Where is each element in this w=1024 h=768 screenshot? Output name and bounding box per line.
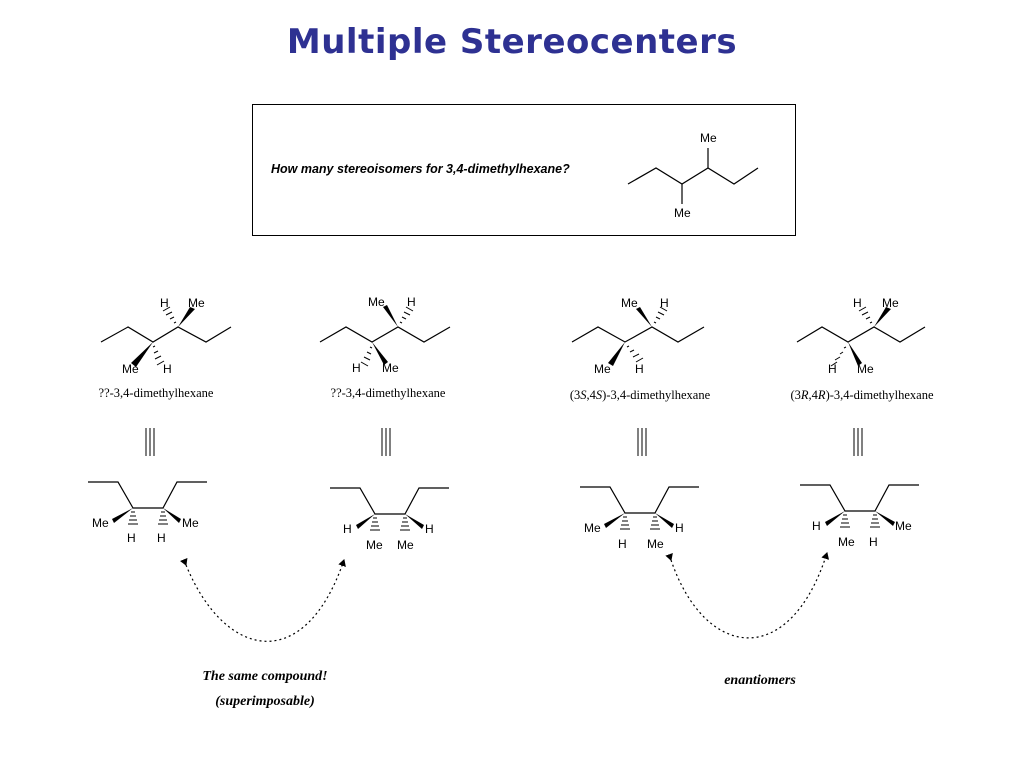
atom-me: Me — [397, 538, 414, 552]
structure-4-top — [796, 306, 926, 367]
atom-me: Me — [647, 537, 664, 551]
equivalence-symbol-3 — [637, 428, 647, 456]
atom-h: H — [869, 535, 878, 549]
atom-me: Me — [882, 296, 899, 310]
note-superimposable: (superimposable) — [215, 694, 315, 709]
caption-structure-3: (3S,4S)-3,4-dimethylhexane — [569, 388, 711, 402]
atom-me: Me — [188, 296, 205, 310]
atom-me: Me — [584, 521, 601, 535]
atom-me: Me — [92, 516, 109, 530]
caption-structure-1: ??-3,4-dimethylhexane — [98, 386, 214, 400]
slide-title: Multiple Stereocenters — [286, 22, 738, 62]
atom-h: H — [660, 296, 669, 310]
atom-h: H — [425, 522, 434, 536]
atom-h: H — [160, 296, 169, 310]
atom-me: Me — [674, 206, 691, 220]
caption-structure-4: (3R,4R)-3,4-dimethylhexane — [790, 388, 934, 402]
atom-h: H — [635, 362, 644, 376]
dotted-arrow-enantiomers — [665, 552, 829, 639]
question-text: How many stereoisomers for 3,4-dimethylh… — [271, 162, 570, 176]
structure-2-top — [319, 305, 451, 367]
atom-me: Me — [621, 296, 638, 310]
atom-me: Me — [700, 131, 717, 145]
atom-h: H — [828, 362, 837, 376]
structure-3-bottom — [580, 486, 699, 530]
atom-me: Me — [838, 535, 855, 549]
structure-1-top — [100, 306, 232, 367]
atom-h: H — [157, 531, 166, 545]
caption-structure-2: ??-3,4-dimethylhexane — [330, 386, 446, 400]
atom-h: H — [812, 519, 821, 533]
atom-me: Me — [594, 362, 611, 376]
atom-h: H — [163, 362, 172, 376]
atom-h: H — [618, 537, 627, 551]
atom-h: H — [127, 531, 136, 545]
atom-me: Me — [366, 538, 383, 552]
atom-h: H — [352, 361, 361, 375]
structure-1-bottom — [88, 481, 207, 525]
atom-me: Me — [895, 519, 912, 533]
atom-h: H — [675, 521, 684, 535]
structure-4-bottom — [800, 484, 919, 528]
structure-3-top — [571, 306, 705, 366]
dotted-arrow-same-compound — [180, 557, 346, 642]
atom-me: Me — [382, 361, 399, 375]
atom-h: H — [343, 522, 352, 536]
atom-me: Me — [857, 362, 874, 376]
atom-h: H — [407, 295, 416, 309]
atom-me: Me — [182, 516, 199, 530]
equivalence-symbol-1 — [145, 428, 155, 456]
skeletal-formula-question — [627, 148, 759, 204]
question-box: How many stereoisomers for 3,4-dimethylh… — [252, 104, 796, 236]
atom-me: Me — [368, 295, 385, 309]
equivalence-symbols — [145, 428, 863, 456]
equivalence-symbol-2 — [381, 428, 391, 456]
equivalence-symbol-4 — [853, 428, 863, 456]
structure-2-bottom — [330, 487, 449, 531]
atom-h: H — [853, 296, 862, 310]
atom-me: Me — [122, 362, 139, 376]
note-enantiomers: enantiomers — [724, 673, 796, 688]
note-same-compound: The same compound! — [202, 669, 328, 684]
